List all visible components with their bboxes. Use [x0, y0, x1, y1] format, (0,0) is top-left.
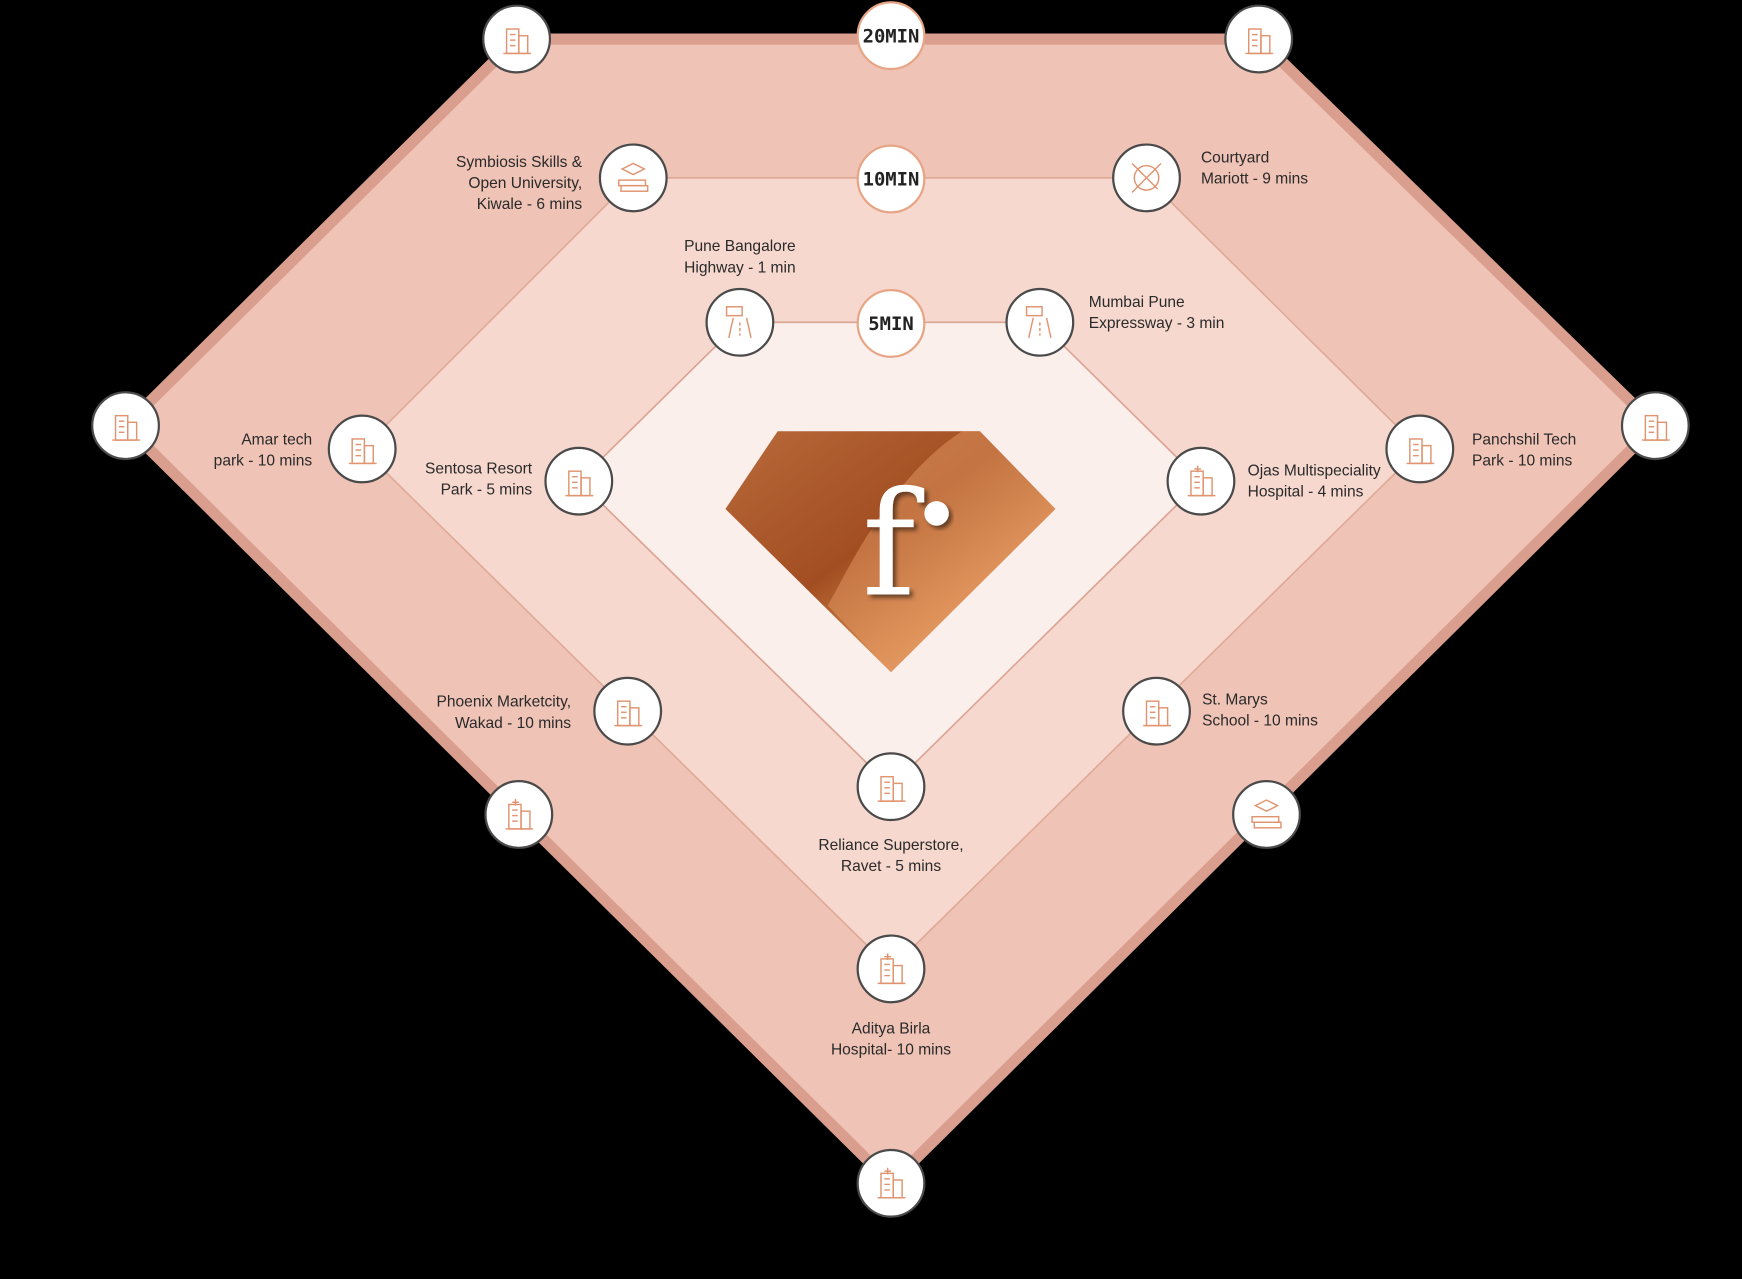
- ring-label-10min: 10MIN: [856, 144, 926, 214]
- outer-landmark[interactable]: [1232, 780, 1301, 849]
- outer-landmark[interactable]: [482, 4, 552, 74]
- place-marker[interactable]: Phoenix Marketcity, Wakad - 10 mins: [437, 676, 663, 746]
- place-label: Hospital- 10 mins: [831, 1041, 951, 1058]
- outer-landmark[interactable]: [91, 391, 160, 461]
- place-label: Aditya Birla: [852, 1020, 931, 1037]
- ring-label-20min: 20MIN: [856, 1, 926, 71]
- node-circle: [91, 391, 160, 461]
- place-label: Kiwale - 6 mins: [477, 196, 583, 213]
- plate-cutlery-icon: [1131, 162, 1162, 193]
- place-label: Panchshil Tech: [1472, 432, 1576, 449]
- node-circle: [598, 143, 668, 213]
- node-circle: [593, 676, 663, 746]
- place-label: Amar tech: [241, 432, 312, 449]
- place-label: Park - 10 mins: [1472, 453, 1572, 470]
- node-circle: [856, 1, 926, 71]
- node-circle: [1166, 446, 1236, 516]
- node-circle: [856, 752, 926, 822]
- hospital-icon: [505, 798, 534, 830]
- place-label: Highway - 1 min: [684, 259, 795, 276]
- school-icon: [503, 28, 532, 55]
- place-label: Symbiosis Skills &: [456, 154, 583, 171]
- ring-label-5min: 5MIN: [856, 288, 926, 358]
- logo-gem-sheen: [827, 431, 1056, 673]
- outer-landmark[interactable]: [1620, 391, 1690, 461]
- mall-building-icon: [614, 700, 643, 727]
- place-label: Open University,: [468, 175, 582, 192]
- place-label: Pune Bangalore: [684, 238, 796, 255]
- graduation-books-icon: [618, 162, 649, 192]
- logo-dot: [924, 501, 949, 526]
- office-buildings-icon: [112, 414, 140, 441]
- hospital-icon: [1187, 465, 1216, 497]
- place-marker[interactable]: Amar tech park - 10 mins: [214, 414, 397, 484]
- place-label: Park - 5 mins: [441, 482, 533, 499]
- node-circle: [856, 288, 926, 358]
- place-label: Sentosa Resort: [425, 460, 533, 477]
- outer-landmark[interactable]: [856, 1148, 926, 1218]
- node-circle: [1122, 676, 1191, 746]
- node-circle: [1224, 4, 1294, 74]
- place-label: Wakad - 10 mins: [455, 715, 571, 732]
- graduation-books-icon: [1251, 799, 1282, 829]
- ring-label-text: 5MIN: [868, 313, 913, 335]
- place-label: School - 10 mins: [1202, 713, 1318, 730]
- tech-park-icon: [1406, 438, 1435, 465]
- node-circle: [1620, 391, 1690, 461]
- expressway-road-icon: [1025, 306, 1052, 339]
- tech-park-icon: [348, 438, 377, 465]
- node-circle: [856, 144, 926, 214]
- node-circle: [544, 446, 614, 516]
- place-label: St. Marys: [1202, 691, 1268, 708]
- place-marker[interactable]: Symbiosis Skills & Open University, Kiwale…: [456, 143, 668, 213]
- place-label: Hospital - 4 mins: [1248, 484, 1364, 501]
- mall-icon: [1642, 414, 1670, 441]
- node-circle: [327, 414, 397, 484]
- skyscraper-icon: [1245, 28, 1274, 55]
- hospital-icon: [877, 953, 906, 985]
- place-label: Reliance Superstore,: [818, 837, 963, 854]
- outer-landmark[interactable]: [484, 780, 554, 849]
- place-label: Ojas Multispeciality: [1248, 463, 1381, 480]
- place-label: Mariott - 9 mins: [1201, 170, 1308, 187]
- node-circle: [484, 780, 554, 849]
- place-label: park - 10 mins: [214, 453, 313, 470]
- place-label: Courtyard: [1201, 149, 1269, 166]
- place-marker[interactable]: Reliance Superstore, Ravet - 5 mins: [818, 752, 964, 875]
- clinic-icon: [877, 1167, 906, 1199]
- resort-park-icon: [565, 470, 594, 497]
- place-label: Mumbai Pune: [1089, 294, 1185, 311]
- superstore-icon: [877, 775, 906, 802]
- place-label: Expressway - 3 min: [1089, 315, 1225, 332]
- logo-letter: f: [862, 462, 925, 630]
- node-circle: [482, 4, 552, 74]
- node-circle: [1232, 780, 1301, 849]
- node-circle: [856, 934, 926, 1004]
- place-label: Phoenix Marketcity,: [437, 694, 572, 711]
- node-circle: [1385, 414, 1455, 484]
- ring-label-text: 20MIN: [863, 25, 920, 47]
- outer-landmark[interactable]: [1224, 4, 1294, 74]
- highway-sign-icon: [725, 306, 752, 339]
- node-circle: [856, 1148, 926, 1218]
- place-label: Ravet - 5 mins: [841, 858, 941, 875]
- school-icon: [1143, 700, 1171, 727]
- center-logo: f: [725, 431, 1056, 673]
- ring-label-text: 10MIN: [863, 169, 920, 191]
